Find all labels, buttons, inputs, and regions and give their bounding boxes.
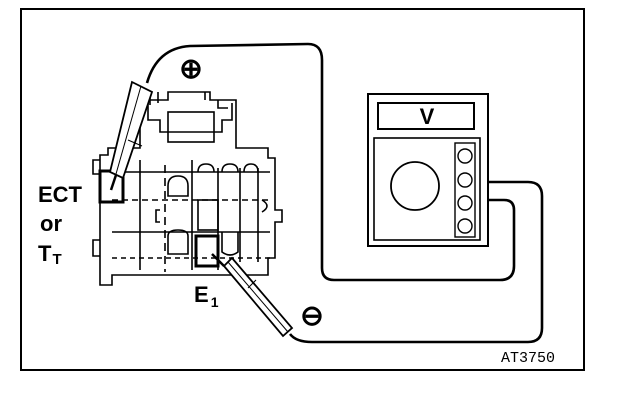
negative-probe <box>211 253 294 338</box>
figure-code: AT3750 <box>501 350 555 367</box>
connector-block <box>92 91 283 286</box>
minus-sign: ⊖ <box>300 300 323 331</box>
plus-sign: ⊕ <box>179 53 202 84</box>
meter-jack-1 <box>457 148 473 164</box>
label-ect: ECT <box>38 182 83 207</box>
label-e1-main: E <box>194 282 209 307</box>
meter-jack-3 <box>457 195 473 211</box>
terminal-e1-highlight <box>194 234 220 268</box>
label-or: or <box>40 211 62 236</box>
label-e1-sub: 1 <box>211 294 219 310</box>
label-tt-sub: T <box>52 251 61 268</box>
voltmeter <box>367 93 489 247</box>
meter-jack-2 <box>457 172 473 188</box>
figure-frame <box>20 8 585 371</box>
label-tt: TT <box>38 241 62 268</box>
label-tt-main: T <box>38 241 52 266</box>
meter-jack-4 <box>457 218 473 234</box>
meter-dial <box>390 161 440 211</box>
meter-display <box>377 102 475 130</box>
positive-probe <box>108 80 154 191</box>
positive-lead-wire <box>145 42 516 282</box>
meter-display-label: V <box>420 104 435 129</box>
negative-lead-wire <box>288 180 544 344</box>
